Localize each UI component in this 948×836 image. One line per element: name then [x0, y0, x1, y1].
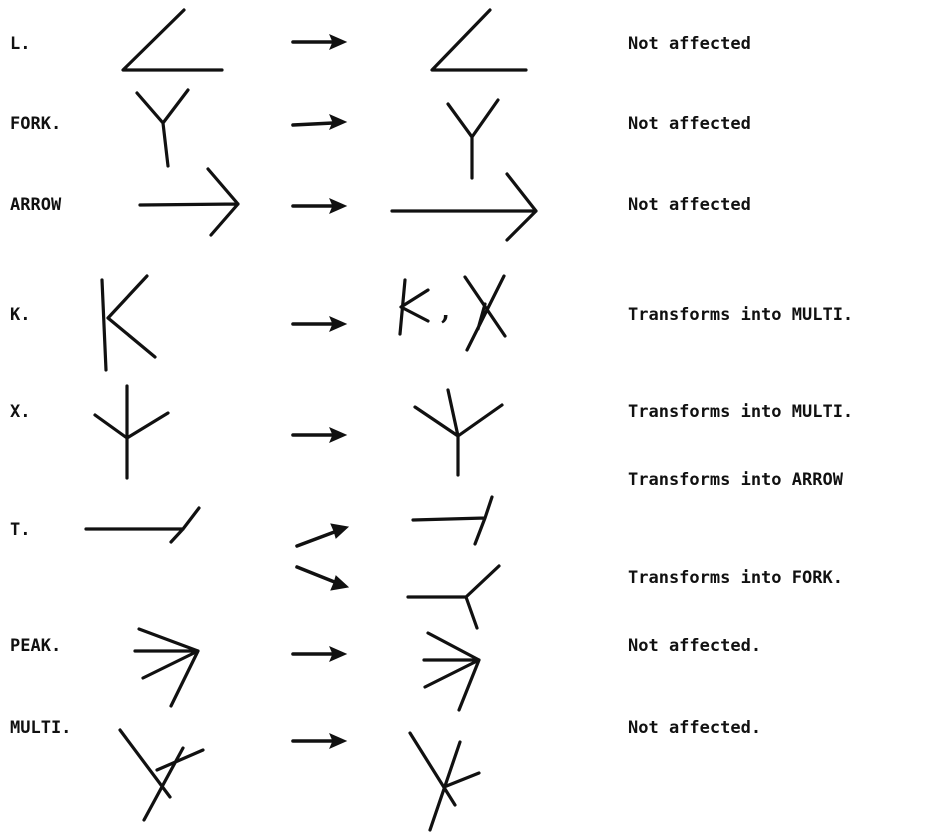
transform-arrow-l: [291, 34, 348, 50]
junction-label-x: X.: [10, 402, 31, 422]
fork-junction-after: [446, 98, 500, 180]
transform-arrow-fork: [291, 114, 348, 130]
k-junction-before: [100, 274, 157, 372]
t-junction-after-arrow: [411, 495, 494, 546]
multi-junction-before: [118, 728, 205, 822]
multi-junction-after: [408, 731, 481, 832]
result-text-arrow: Not affected: [628, 195, 751, 215]
l-junction-after: [430, 8, 528, 72]
transform-arrow-t-down: [295, 565, 350, 591]
transform-arrow-arrow: [291, 198, 348, 214]
peak-junction-after: [422, 631, 481, 712]
junction-label-multi: MULTI.: [10, 718, 72, 738]
fork-junction-before: [135, 88, 190, 168]
result-text-l: Not affected: [628, 34, 751, 54]
l-junction-before: [121, 8, 224, 72]
result-text-t-fork: Transforms into FORK.: [628, 568, 843, 588]
arrow-junction-before: [138, 167, 240, 237]
t-junction-before: [84, 506, 201, 544]
result-text-multi: Not affected.: [628, 718, 762, 738]
transform-arrow-x: [291, 427, 348, 443]
result-text-fork: Not affected: [628, 114, 751, 134]
junction-label-fork: FORK.: [10, 114, 62, 134]
t-junction-after-fork: [406, 564, 501, 630]
peak-junction-before: [133, 627, 200, 708]
junction-label-k: K.: [10, 305, 31, 325]
junction-label-arrow: ARROW: [10, 195, 62, 215]
k-junction-after-1: [398, 278, 430, 336]
k-separator-comma: ,: [441, 296, 451, 326]
junction-label-peak: PEAK.: [10, 636, 62, 656]
result-text-k: Transforms into MULTI.: [628, 305, 854, 325]
transform-arrow-multi: [291, 733, 348, 749]
transform-arrow-peak: [291, 646, 348, 662]
result-text-t-arrow: Transforms into ARROW: [628, 470, 843, 490]
result-text-peak: Not affected.: [628, 636, 762, 656]
transform-arrow-t-up: [295, 523, 350, 548]
x-junction-after: [413, 388, 504, 477]
arrow-junction-after: [390, 172, 538, 242]
x-junction-before: [93, 384, 170, 480]
junction-label-t: T.: [10, 520, 31, 540]
k-junction-after-2: [463, 274, 507, 352]
transform-arrow-k: [291, 316, 348, 332]
result-text-x: Transforms into MULTI.: [628, 402, 854, 422]
junction-label-l: L.: [10, 34, 31, 54]
